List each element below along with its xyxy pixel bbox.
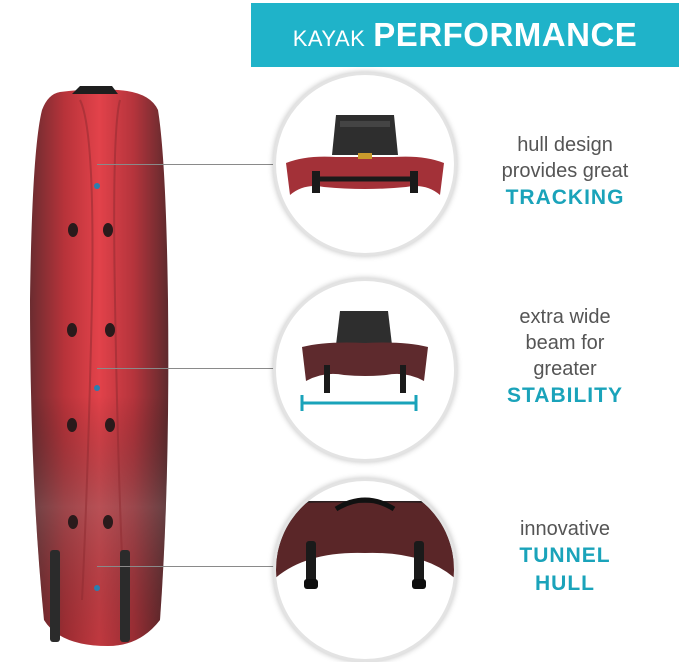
title-banner: KAYAK PERFORMANCE [251,3,679,67]
caption-emphasis: HULL [535,572,595,595]
leader-line-1 [97,164,275,165]
feature-caption-stability: extra wide beam for greater STABILITY [455,304,675,410]
leader-line-3 [97,566,275,567]
kayak-tunnel-hull-image [276,497,454,589]
caption-emphasis: STABILITY [507,384,623,407]
caption-line: beam for [525,332,605,354]
caption-line: hull design [517,134,613,156]
caption-emphasis: TUNNEL [519,544,611,567]
kayak-wide-beam-image [300,311,428,411]
kayak-front-view-image [286,115,444,195]
tunnel-hull-detail-circle [273,478,457,662]
leader-line-2 [97,368,275,369]
feature-caption-tracking: hull design provides great TRACKING [455,132,675,212]
stability-detail-circle [273,278,457,462]
tracking-detail-circle [273,72,457,256]
banner-performance-label: PERFORMANCE [373,16,638,53]
caption-line: provides great [501,160,629,182]
caption-emphasis: TRACKING [505,186,625,209]
caption-line: greater [533,358,597,380]
kayak-hull-image [30,86,169,647]
caption-line: extra wide [519,306,611,328]
banner-kayak-label: KAYAK [292,26,366,51]
caption-line: innovative [519,518,611,540]
feature-caption-tunnel-hull: innovative TUNNEL HULL [455,516,675,598]
